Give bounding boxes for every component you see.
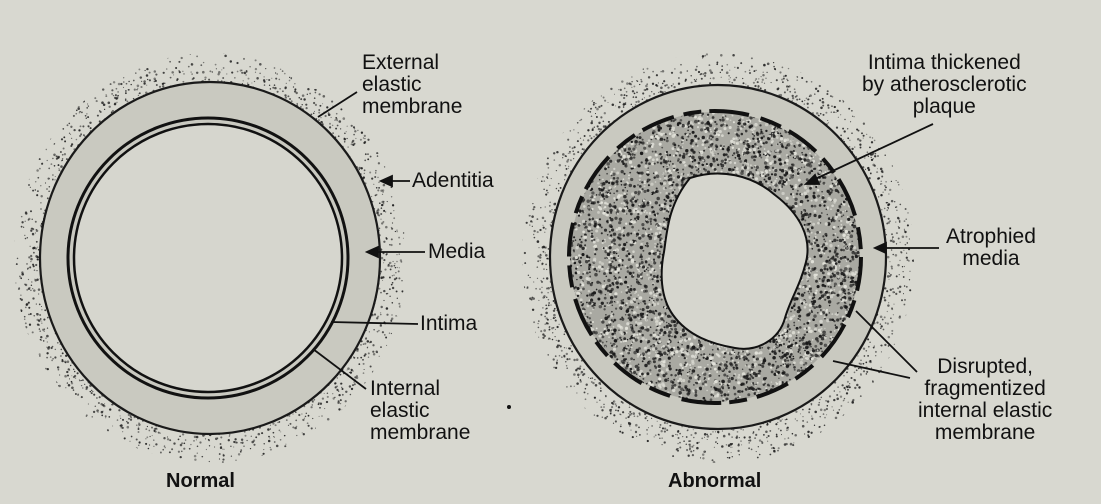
- abnormal-artery: [519, 49, 917, 464]
- label-internal-elastic-membrane: Internal elastic membrane: [370, 378, 470, 444]
- label-external-elastic-membrane: External elastic membrane: [362, 52, 462, 118]
- label-intima-thickened: Intima thickened by atherosclerotic plaq…: [862, 52, 1027, 118]
- label-atrophied-media: Atrophied media: [946, 226, 1036, 270]
- label-disrupted-membrane: Disrupted, fragmentized internal elastic…: [918, 356, 1052, 444]
- label-adventitia: Adentitia: [412, 170, 494, 192]
- normal-intima-ring: [74, 124, 342, 392]
- caption-abnormal: Abnormal: [668, 470, 761, 492]
- normal-artery: [11, 51, 408, 465]
- label-intima: Intima: [420, 313, 477, 335]
- label-media: Media: [428, 241, 485, 263]
- caption-normal: Normal: [166, 470, 235, 492]
- speck: [507, 405, 511, 409]
- arrowhead-adventitia: [381, 176, 392, 186]
